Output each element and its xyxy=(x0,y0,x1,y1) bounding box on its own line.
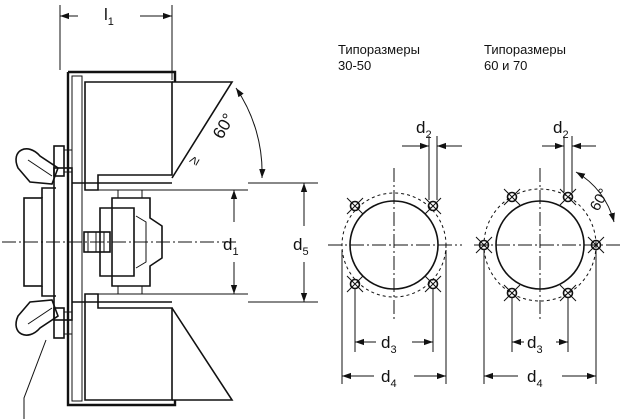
bolt-holes-a xyxy=(346,197,442,293)
svg-text:60°: 60° xyxy=(587,186,613,214)
svg-text:d4: d4 xyxy=(527,367,543,390)
l1-subscript: 1 xyxy=(108,16,114,28)
svg-text:d3: d3 xyxy=(381,333,397,356)
flange-view-b: d2 60° d3 d4 xyxy=(474,118,620,390)
d2-b-subscript: 2 xyxy=(562,129,568,141)
bore-inner xyxy=(98,189,172,295)
l1-label: l xyxy=(104,5,108,24)
d3-b-subscript: 3 xyxy=(536,344,542,356)
sleeve-flange xyxy=(41,187,56,297)
d4-a-subscript: 4 xyxy=(390,378,396,390)
caption-group-b-line2: 60 и 70 xyxy=(484,58,527,73)
dim-angle-cone: 60° ≥ xyxy=(185,87,266,179)
d1-label: d xyxy=(223,235,232,254)
d5-label: d xyxy=(293,235,302,254)
dim-l1: l1 xyxy=(59,5,173,80)
d5-subscript: 5 xyxy=(302,246,308,258)
svg-text:d1: d1 xyxy=(223,235,239,258)
svg-text:≥: ≥ xyxy=(185,153,203,168)
bolt-holes-b xyxy=(475,188,605,302)
angle-label: 60° xyxy=(209,110,238,142)
caption-group-b-line1: Типоразмеры xyxy=(484,42,566,57)
d4-b-label: d xyxy=(527,367,536,386)
d3-b-label: d xyxy=(527,333,536,352)
dim-d3-b: d3 xyxy=(511,298,569,356)
insulation-top xyxy=(84,81,173,191)
svg-text:d2: d2 xyxy=(553,118,569,141)
flange-view-a: d2 d3 d4 xyxy=(328,118,462,390)
caption-group-a-line2: 30-50 xyxy=(338,58,371,73)
d3-a-label: d xyxy=(381,333,390,352)
wing-nut-top xyxy=(15,145,72,185)
d2-a-label: d xyxy=(416,118,425,137)
flange-plate xyxy=(53,167,73,321)
svg-text:d4: d4 xyxy=(381,367,397,390)
bore xyxy=(72,182,172,303)
dim-d5: d5 xyxy=(248,182,318,303)
dim-d4-a: d4 xyxy=(341,250,447,390)
dim-d3-a: d3 xyxy=(354,288,434,356)
section-view: l1 60° ≥ d1 d5 xyxy=(2,5,318,419)
geq-sign: ≥ xyxy=(185,153,203,168)
svg-text:d3: d3 xyxy=(527,333,543,356)
leader-line xyxy=(23,339,47,419)
cone-top xyxy=(171,81,234,179)
dim-d2-b: d2 xyxy=(542,118,596,192)
dim-angle-bolts: 60° xyxy=(575,171,615,223)
d1-subscript: 1 xyxy=(232,246,238,258)
outer-circle-a xyxy=(341,192,447,298)
bore-circle-b xyxy=(495,200,585,290)
svg-text:d2: d2 xyxy=(416,118,432,141)
housing-wall xyxy=(66,70,177,407)
d4-a-label: d xyxy=(381,367,390,386)
d4-b-subscript: 4 xyxy=(536,378,542,390)
d2-a-subscript: 2 xyxy=(425,129,431,141)
housing-strip xyxy=(71,75,83,402)
caption-group-a-line1: Типоразмеры xyxy=(338,42,420,57)
dim-d4-b: d4 xyxy=(483,250,597,390)
angle-small-label: 60° xyxy=(587,186,613,214)
svg-text:60°: 60° xyxy=(209,110,238,142)
dim-d1: d1 xyxy=(172,189,248,295)
d2-b-label: d xyxy=(553,118,562,137)
cone-bottom xyxy=(171,307,234,401)
svg-text:l1: l1 xyxy=(104,5,114,28)
bore-circle-a xyxy=(349,200,439,290)
dim-d2-a: d2 xyxy=(402,118,462,200)
insulation-bottom xyxy=(84,293,173,401)
svg-text:d5: d5 xyxy=(293,235,309,258)
d3-a-subscript: 3 xyxy=(390,344,396,356)
wing-nut-bottom xyxy=(15,299,72,339)
central-fitting xyxy=(83,190,163,294)
